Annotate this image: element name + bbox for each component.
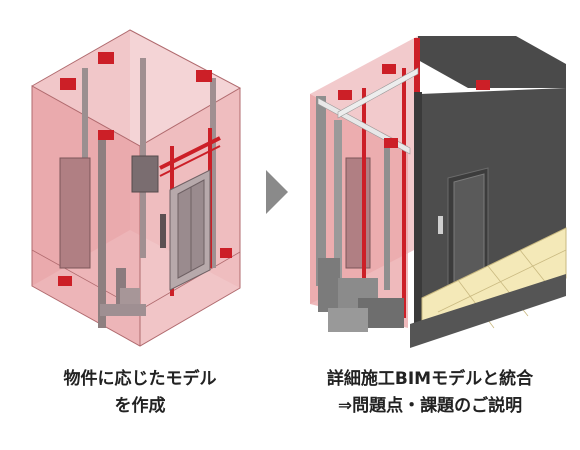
right-caption-line2: ⇒問題点・課題のご説明 xyxy=(337,396,523,416)
control-box xyxy=(131,155,159,193)
right-caption-line1: 詳細施工BIMモデルと統合 xyxy=(326,369,534,389)
rail-gray-front xyxy=(334,120,342,300)
chevron-right-icon xyxy=(266,170,288,214)
rail-gray-mid xyxy=(384,140,390,290)
red-bracket-1 xyxy=(338,90,352,100)
red-column-2 xyxy=(402,68,406,318)
red-bracket-4 xyxy=(384,138,398,148)
rail-left-front xyxy=(98,138,106,328)
red-bracket-5 xyxy=(58,276,72,286)
left-caption-line2: を作成 xyxy=(114,396,166,416)
red-bracket-3 xyxy=(196,70,212,82)
counterweight xyxy=(345,157,371,269)
white-beam-2 xyxy=(337,67,419,119)
left-caption-line1: 物件に応じたモデル xyxy=(63,369,217,389)
wall-edge xyxy=(414,92,422,328)
shaft-edges xyxy=(31,29,242,347)
call-panel xyxy=(438,216,443,234)
counterweight xyxy=(59,157,91,269)
red-bracket-6 xyxy=(220,248,232,258)
pit-block-1 xyxy=(318,258,340,312)
tile-line-4 xyxy=(437,249,567,313)
red-beam-1 xyxy=(159,136,221,170)
red-bracket-1 xyxy=(60,78,76,90)
integrated-bim-model xyxy=(310,36,567,348)
buffer-2 xyxy=(120,288,140,304)
pit-base xyxy=(100,304,146,316)
car-panel xyxy=(160,214,166,248)
red-bracket-3 xyxy=(476,80,490,90)
red-bracket-2 xyxy=(98,52,114,64)
red-bracket-4 xyxy=(98,130,114,140)
rail-right xyxy=(210,78,216,268)
red-bracket-2 xyxy=(382,64,396,74)
hall-door xyxy=(453,173,485,285)
right-caption: 詳細施工BIMモデルと統合 ⇒問題点・課題のご説明 xyxy=(290,366,570,420)
lower-slab xyxy=(410,274,566,348)
rail-gray-left xyxy=(316,96,326,286)
pit-block-4 xyxy=(328,308,368,332)
left-caption: 物件に応じたモデル を作成 xyxy=(20,366,260,420)
red-column-3 xyxy=(362,88,366,288)
upper-slab xyxy=(418,36,566,88)
red-beam-2 xyxy=(159,145,221,177)
elevator-shaft-model xyxy=(31,29,242,347)
